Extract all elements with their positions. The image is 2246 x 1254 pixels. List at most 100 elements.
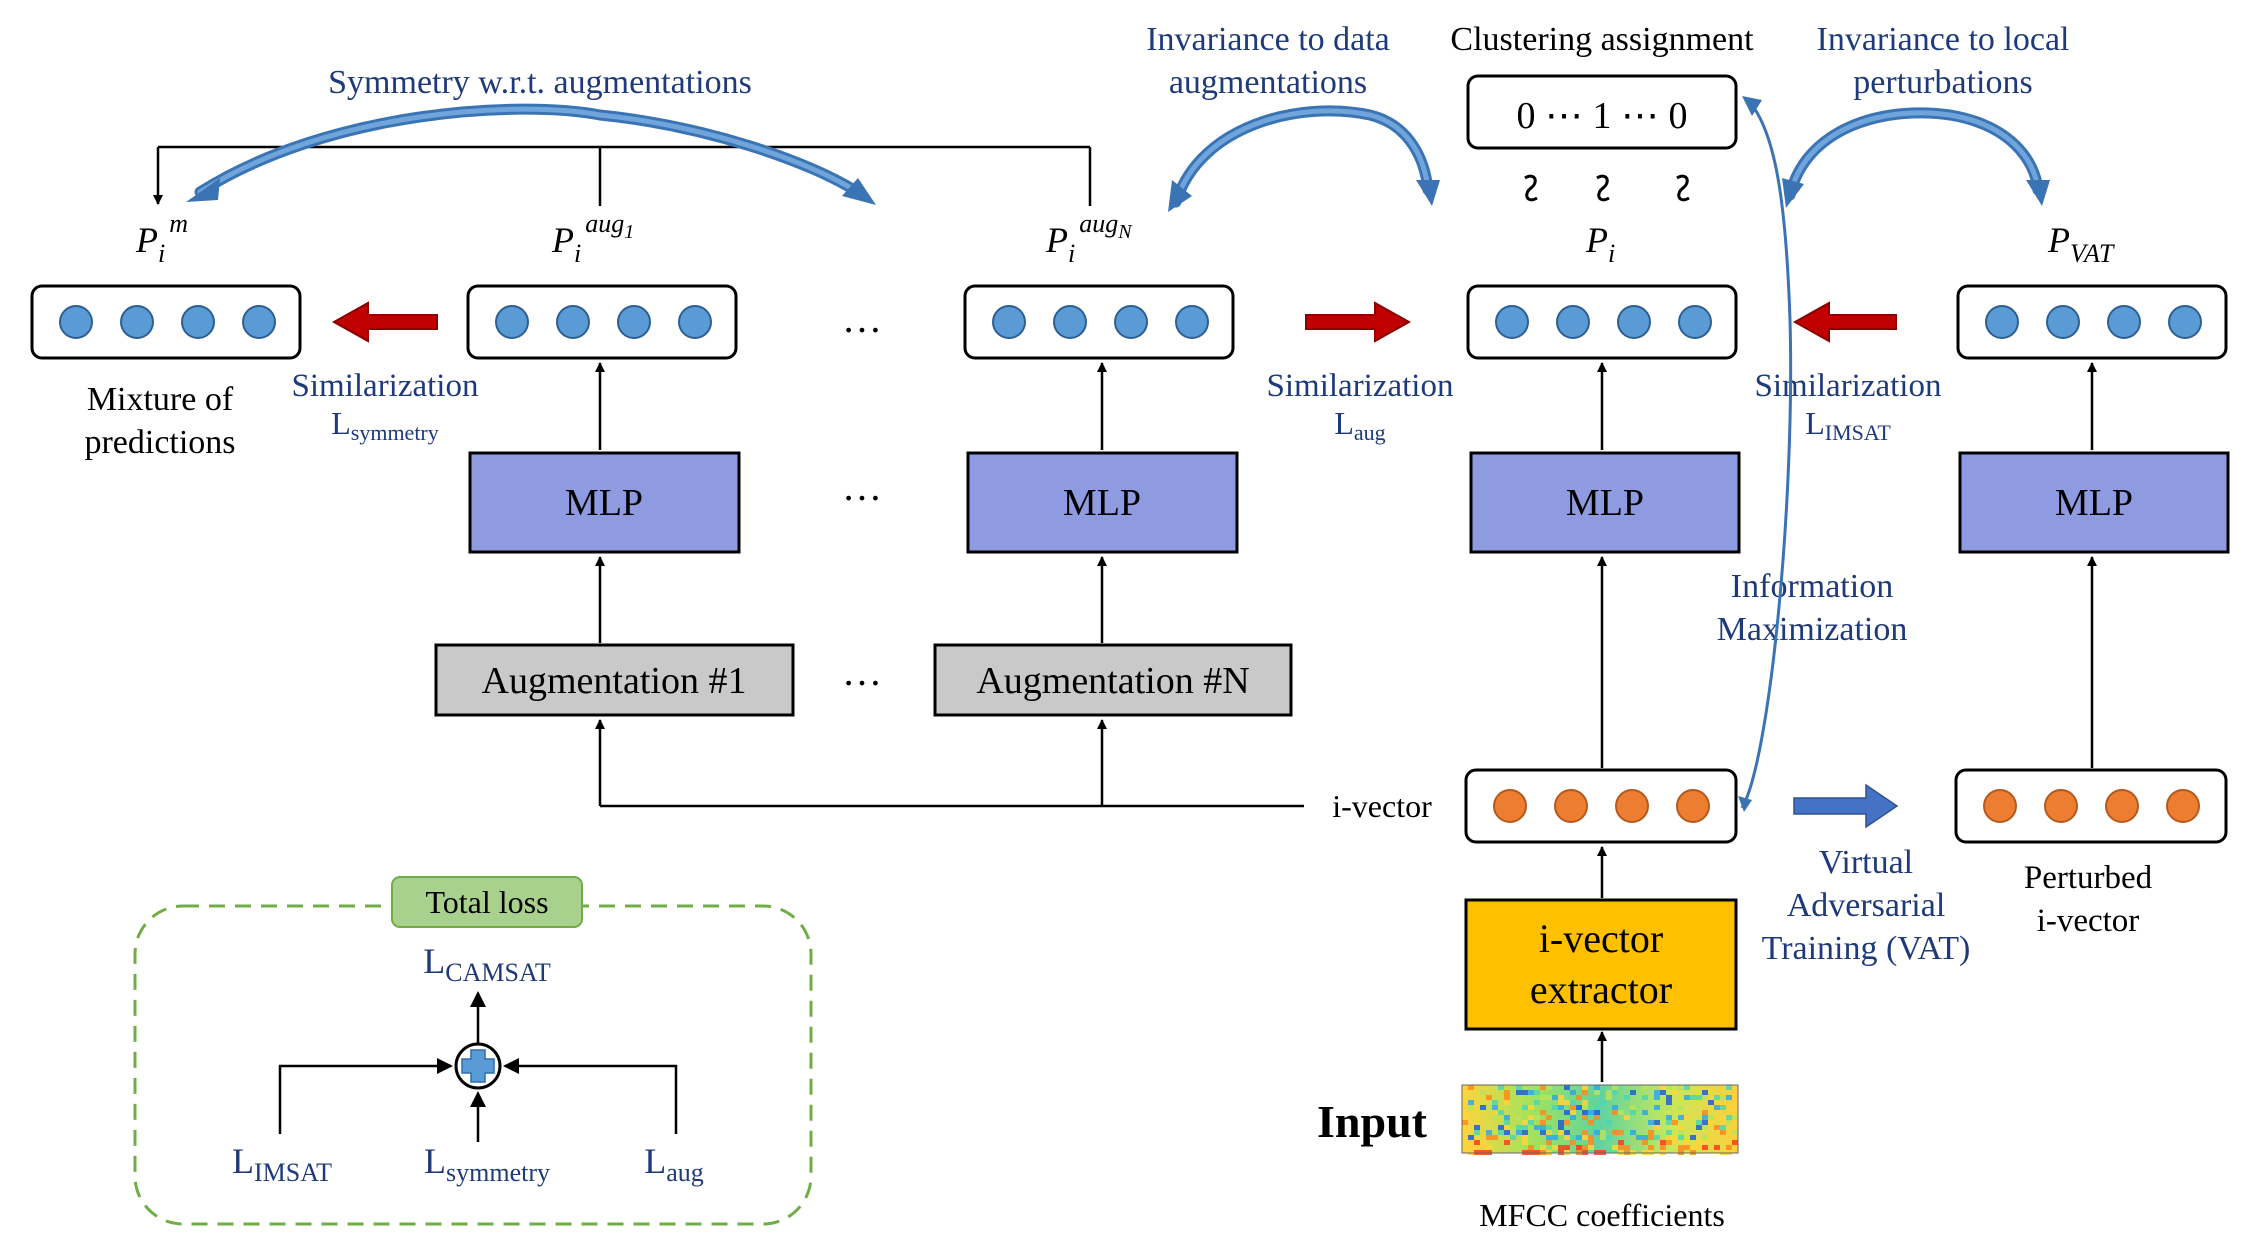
node-dot-pi [1678, 305, 1712, 339]
invariance-data-aug-label-1: Invariance to data [1146, 21, 1390, 58]
l-aug-bottom: Laug [644, 1141, 704, 1187]
p-aug1-label: Piaug1 [551, 209, 634, 268]
node-dot-ivector [1554, 789, 1588, 823]
svg-text:PiaugN: PiaugN [1045, 209, 1133, 268]
node-dot-pvat [2046, 305, 2080, 339]
node-box-perturbed [1954, 768, 2228, 844]
l-imsat-bottom: LIMSAT [232, 1141, 332, 1187]
augmentation-label-n: Augmentation #N [976, 660, 1249, 702]
mixture-connector [153, 145, 1092, 206]
node-dot-aug1 [556, 305, 590, 339]
vat-label-2: Adversarial [1787, 887, 1946, 924]
node-dot-perturbed [2166, 789, 2200, 823]
loss-arrows [278, 991, 678, 1142]
red-arrow-imsat [1792, 301, 1897, 343]
node-dot-pi [1617, 305, 1651, 339]
similarization-symmetry: Similarization [292, 368, 479, 404]
node-box-ivector [1464, 768, 1738, 844]
mlp-label-augN: MLP [1063, 482, 1141, 524]
sum-node [454, 1042, 502, 1090]
node-box-pvat [1956, 284, 2228, 360]
augmentation-block-1 [434, 643, 795, 717]
svg-text:Pi: Pi [1585, 220, 1615, 268]
node-dot-augN [992, 305, 1026, 339]
mlp-label-main: MLP [1566, 482, 1644, 524]
node-dot-augN [1114, 305, 1148, 339]
node-dot-mixture [120, 305, 154, 339]
node-dot-pvat [2107, 305, 2141, 339]
ellipsis-mlp: … [842, 464, 882, 509]
total-loss-label: Total loss [425, 884, 548, 920]
l-symmetry-bottom: Lsymmetry [424, 1141, 550, 1187]
mixture-label-2: predictions [84, 424, 235, 461]
perturbed-label-1: Perturbed [2024, 860, 2153, 896]
node-dot-ivector [1676, 789, 1710, 823]
mixture-label-1: Mixture of [87, 381, 234, 418]
svg-text:Pim: Pim [135, 209, 188, 268]
extractor-label-1: i-vector [1539, 916, 1663, 961]
node-dot-perturbed [1983, 789, 2017, 823]
clustering-assignment-label: Clustering assignment [1450, 21, 1754, 58]
node-dot-mixture [181, 305, 215, 339]
invariance-local-label-1: Invariance to local [1817, 21, 2070, 58]
augmentation-label-1: Augmentation #1 [482, 660, 747, 702]
curved-arrows [186, 96, 2050, 812]
p-vat-label: PVAT [2047, 220, 2115, 268]
node-dot-augN [1053, 305, 1087, 339]
node-dot-ivector [1493, 789, 1527, 823]
node-dot-pvat [1985, 305, 2019, 339]
extractor-label-2: extractor [1530, 967, 1672, 1012]
vat-label-3: Training (VAT) [1762, 930, 1971, 967]
mfcc-label: MFCC coefficients [1479, 1197, 1725, 1233]
l-camsat: LCAMSAT [423, 941, 551, 987]
node-dot-perturbed [2105, 789, 2139, 823]
cluster-assignment-box [1466, 74, 1738, 150]
mlp-block-aug1 [468, 451, 741, 554]
p-i-label: Pi [1585, 220, 1615, 268]
information-max-label-1: Information [1731, 568, 1893, 605]
vat-label-1: Virtual [1819, 844, 1913, 881]
node-dot-aug1 [495, 305, 529, 339]
ellipsis-top: … [842, 296, 882, 341]
augmentation-block-n [933, 643, 1293, 717]
svg-text:Piaug1: Piaug1 [551, 209, 634, 268]
cluster-vector: 0 ⋯ 1 ⋯ 0 [1517, 95, 1688, 137]
sampling-squiggles [1524, 174, 1690, 202]
node-dot-pvat [2168, 305, 2202, 339]
i-vector-extractor-block [1464, 898, 1738, 1031]
perturbed-label-2: i-vector [2037, 903, 2140, 939]
mlp-block-main [1469, 451, 1741, 554]
node-box-pi [1466, 284, 1738, 360]
node-dot-pi [1556, 305, 1590, 339]
ellipsis-aug: … [842, 649, 882, 694]
p-augN-label: PiaugN [1045, 209, 1133, 268]
total-loss-badge [391, 876, 583, 928]
node-dot-aug1 [678, 305, 712, 339]
node-dot-augN [1175, 305, 1209, 339]
node-dot-mixture [242, 305, 276, 339]
node-box-mixture [30, 284, 302, 360]
l-symmetry-top: Lsymmetry [331, 405, 439, 445]
mlp-block-vat [1958, 451, 2230, 554]
node-box-aug1 [466, 284, 738, 360]
invariance-data-aug-label-2: augmentations [1169, 64, 1367, 101]
red-arrow-symmetry [331, 301, 438, 343]
mfcc-spectrogram-image [1461, 1084, 1739, 1155]
node-dot-mixture [59, 305, 93, 339]
flow-arrows [595, 362, 2097, 1082]
node-dots [59, 305, 2202, 823]
node-dot-aug1 [617, 305, 651, 339]
curved-arrow-local [1784, 107, 2044, 201]
similarization-aug: Similarization [1267, 368, 1454, 404]
mlp-label-aug1: MLP [565, 482, 643, 524]
l-imsat-top: LIMSAT [1805, 405, 1891, 445]
l-aug-top: Laug [1334, 405, 1385, 445]
input-label: Input [1317, 1096, 1428, 1147]
curved-arrow-info-max [1740, 98, 1793, 809]
mlp-label-vat: MLP [2055, 482, 2133, 524]
node-dot-pi [1495, 305, 1529, 339]
red-arrow-aug [1305, 301, 1412, 343]
invariance-local-label-2: perturbations [1853, 64, 2032, 101]
i-vector-label: i-vector [1332, 788, 1432, 824]
